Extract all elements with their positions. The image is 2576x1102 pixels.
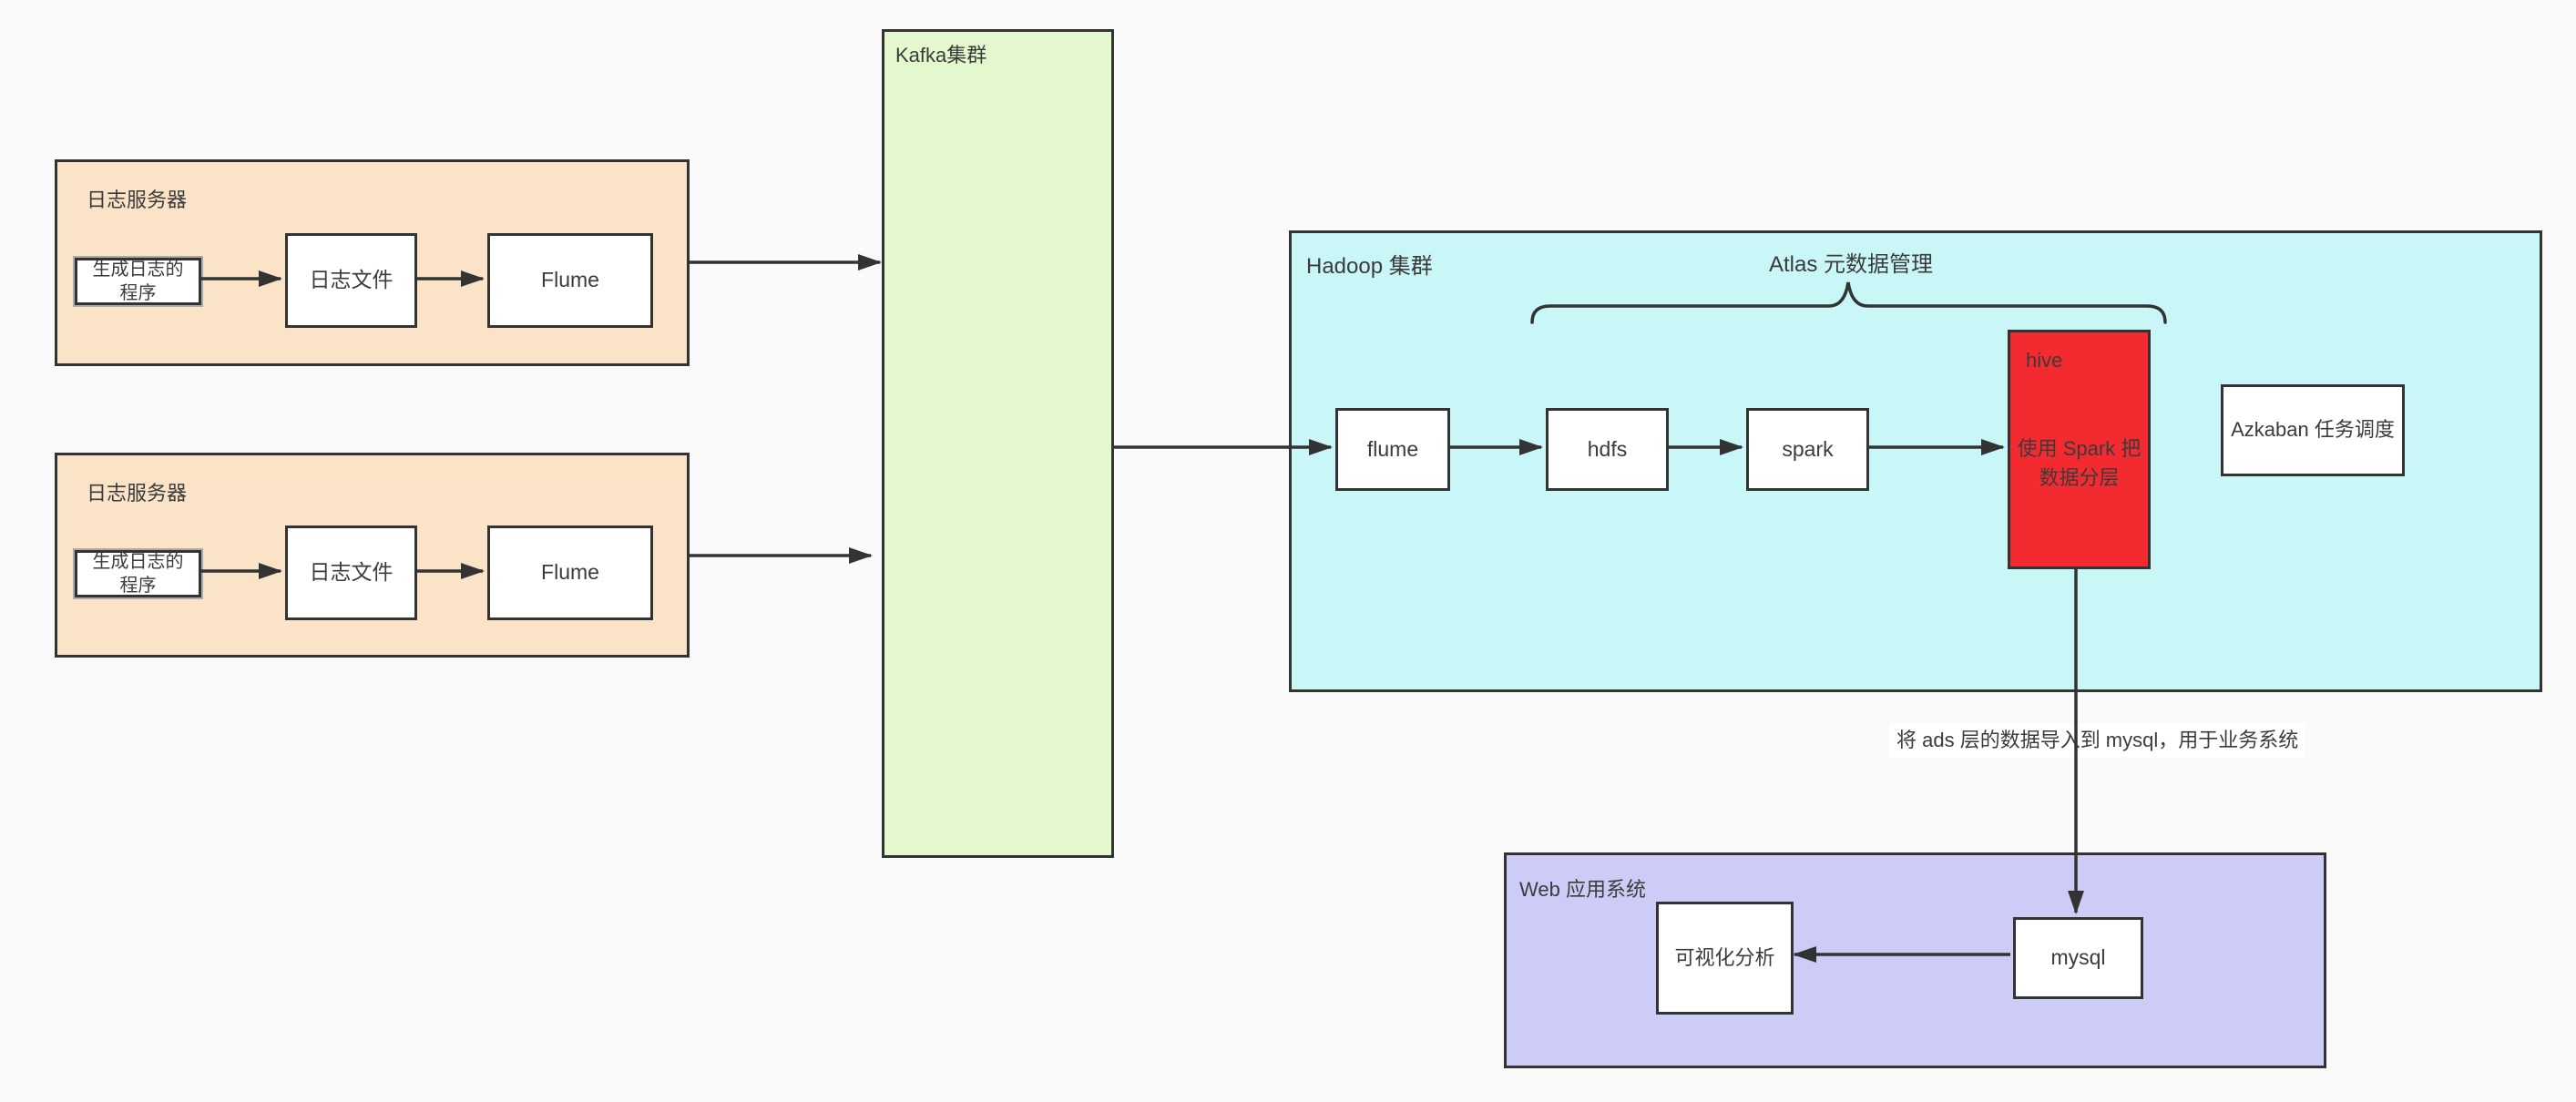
web-app-group[interactable]: Web 应用系统 可视化分析 mysql [1504,852,2326,1068]
node-log-file-1[interactable]: 日志文件 [285,233,417,328]
atlas-metadata-label: Atlas 元数据管理 [1768,252,1934,277]
log-server-2-title: 日志服务器 [87,482,188,505]
node-hdfs[interactable]: hdfs [1546,408,1669,491]
hive-note-line1: 使用 Spark 把 [2017,437,2142,460]
node-log-generator-1[interactable]: 生成日志的 程序 [75,258,201,305]
node-hadoop-flume[interactable]: flume [1335,408,1450,491]
flume-agent-2-label: Flume [541,560,599,585]
node-azkaban[interactable]: Azkaban 任务调度 [2221,384,2405,476]
hadoop-flume-label: flume [1366,436,1419,461]
hadoop-cluster-title: Hadoop 集群 [1306,254,1433,279]
log-file-2-label: 日志文件 [309,560,394,585]
log-generator-2-label-line1: 生成日志的 [92,552,184,572]
azkaban-label: Azkaban 任务调度 [2231,418,2395,442]
hive-note: 使用 Spark 把 数据分层 [2010,434,2148,493]
hdfs-label: hdfs [1587,436,1628,461]
node-flume-agent-2[interactable]: Flume [487,525,653,620]
node-log-file-2[interactable]: 日志文件 [285,525,417,620]
spark-label: spark [1782,436,1834,461]
log-server-group-2[interactable]: 日志服务器 生成日志的 程序 日志文件 Flume [55,453,690,658]
log-generator-2-label-line2: 程序 [119,576,157,596]
kafka-cluster-group[interactable]: Kafka集群 [882,29,1114,858]
node-log-generator-2[interactable]: 生成日志的 程序 [75,550,201,597]
flume-agent-1-label: Flume [541,268,599,292]
hive-title: hive [2026,349,2063,372]
log-server-group-1[interactable]: 日志服务器 生成日志的 程序 日志文件 Flume [55,159,690,366]
log-generator-1-label-line1: 生成日志的 [92,260,184,280]
web-app-title: Web 应用系统 [1519,878,1646,901]
node-visual-analysis[interactable]: 可视化分析 [1656,902,1794,1015]
kafka-cluster-title: Kafka集群 [895,44,987,66]
hive-note-line2: 数据分层 [2039,466,2120,489]
node-mysql[interactable]: mysql [2013,917,2143,999]
log-file-1-label: 日志文件 [309,268,394,292]
log-server-1-title: 日志服务器 [87,189,188,211]
log-generator-1-label-line2: 程序 [119,283,157,303]
node-hive[interactable]: hive 使用 Spark 把 数据分层 [2008,330,2151,569]
visual-analysis-label: 可视化分析 [1674,945,1775,969]
mysql-label: mysql [2050,945,2106,970]
node-spark[interactable]: spark [1746,408,1869,491]
node-flume-agent-1[interactable]: Flume [487,233,653,328]
hadoop-cluster-group[interactable]: Hadoop 集群 Atlas 元数据管理 flume hdfs spark h… [1289,230,2542,692]
edge-note-ads-to-mysql: 将 ads 层的数据导入到 mysql，用于业务系统 [1889,723,2306,758]
